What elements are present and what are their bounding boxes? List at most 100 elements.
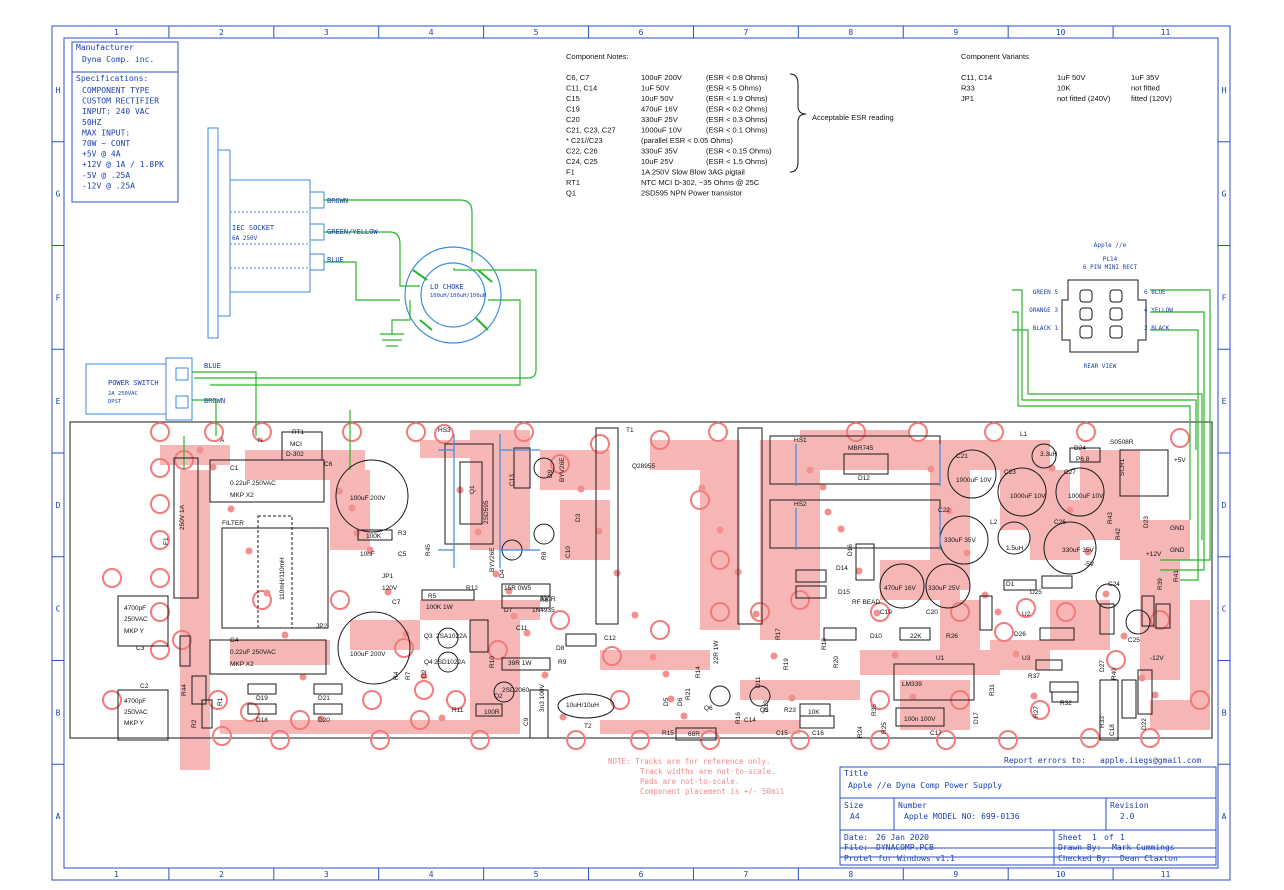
variant-ref: JP1 xyxy=(961,94,974,103)
connector-view: REAR VIEW xyxy=(1084,363,1117,370)
pcb-label-q5: Q5 xyxy=(760,707,769,714)
border-row-label: A xyxy=(1222,812,1227,821)
pcb-via xyxy=(698,484,706,492)
spec-line: 70W ~ CONT xyxy=(82,139,130,148)
title-label: Title xyxy=(844,769,868,778)
pcb-pad xyxy=(550,454,570,474)
mains-wiring xyxy=(183,199,1211,581)
date-value: 26 Jan 2020 xyxy=(876,833,929,842)
pcb-label-c7: C7 xyxy=(392,599,401,606)
iec-socket-label: IEC SOCKET xyxy=(232,224,275,232)
pcb-label-c7v: 100uF 200V xyxy=(350,651,386,658)
pcb-pad xyxy=(252,422,272,442)
pcb-label-n: N xyxy=(258,437,263,444)
pcb-via xyxy=(595,527,603,535)
pcb-label-r11: R11 xyxy=(452,707,464,714)
pcb-label-d5: D5 xyxy=(663,697,670,706)
line-choke xyxy=(404,246,502,344)
disclaimer-line: Component placement is +/- 50mil xyxy=(640,787,785,796)
note-value: (parallel ESR < 0.05 Ohms) xyxy=(641,136,733,145)
connector-pin-left: GREEN 5 xyxy=(1033,289,1059,296)
pcb-label-c24: C24 xyxy=(1108,581,1120,588)
pcb-label-rfb: RF BEAD xyxy=(852,599,880,606)
pcb-label-d6: D6 xyxy=(677,697,684,706)
power-switch-type: DPST xyxy=(108,399,122,405)
wire-green-yellow-label: GREEN/YELLOW xyxy=(327,228,378,236)
pcb-label-c6v: 100uF 200V xyxy=(350,495,386,502)
pcb-label-c23: C23 xyxy=(1004,469,1016,476)
specifications-heading: Specifications: xyxy=(76,74,148,83)
note-esr: (ESR < 0.8 Ohms) xyxy=(706,73,768,82)
pcb-label-d27: D27 xyxy=(1099,660,1106,672)
variant-a: 10K xyxy=(1057,84,1070,93)
pcb-via xyxy=(752,610,760,618)
pcb-label-d24: D24 xyxy=(1074,445,1086,452)
note-ref: C6, C7 xyxy=(566,73,589,82)
pcb-label-d4v: BYV26E xyxy=(489,547,496,572)
pcb-label-c4: C4 xyxy=(230,637,239,644)
pcb-via xyxy=(837,525,845,533)
pcb-pad xyxy=(488,640,508,660)
pcb-label-r12: R12 xyxy=(466,585,478,592)
connector-pin-left: BLACK 1 xyxy=(1033,325,1059,332)
border-col-label: 6 xyxy=(639,28,644,37)
pcb-label-r26: R26 xyxy=(946,633,958,640)
esr-bracket-label: Acceptable ESR reading xyxy=(812,113,894,122)
pcb-label-c19: C19 xyxy=(880,609,892,616)
pcb-pad xyxy=(750,602,770,622)
pcb-pad xyxy=(252,590,272,610)
pcb-label-c3: C3 xyxy=(136,645,145,652)
pcb-via xyxy=(631,611,639,619)
pcb-label-c20: C20 xyxy=(926,609,938,616)
pcb-via xyxy=(263,589,271,597)
note-esr: (ESR < 0.15 Ohms) xyxy=(706,147,772,156)
border-row-label: F xyxy=(1222,293,1227,302)
pcb-pad xyxy=(710,550,730,570)
pcb-label-d23: D23 xyxy=(1143,516,1150,528)
pcb-via xyxy=(680,712,688,720)
pcb-label-r15: R15 xyxy=(662,730,674,737)
pcb-via xyxy=(824,508,832,516)
pcb-pad xyxy=(908,422,928,442)
pcb-label-c4v: 0.22uF 250VAC xyxy=(230,649,276,656)
pcb-label-q3v: 2SA1022A xyxy=(436,633,468,640)
pcb-via xyxy=(577,485,585,493)
checked-by-label: Checked By: xyxy=(1058,854,1111,863)
connector-pin-right: 4 YELLOW xyxy=(1144,307,1173,314)
pcb-label-c5: C5 xyxy=(398,551,407,558)
pcb-pad xyxy=(342,422,362,442)
spec-line: +12V @ 1A / 1.8PK xyxy=(82,160,164,169)
pcb-via xyxy=(366,546,374,554)
border-col-label: 10 xyxy=(1056,870,1066,879)
pcb-label-m5v: -5V xyxy=(1084,561,1095,568)
pcb-pad xyxy=(1030,700,1050,720)
wire-brown-label: BROWN xyxy=(327,197,348,205)
note-esr: (ESR < 0.2 Ohms) xyxy=(706,105,768,114)
pcb-pad xyxy=(1140,728,1160,748)
pcb-label-d3: D3 xyxy=(575,513,582,522)
pcb-label-d1: D1 xyxy=(1006,581,1015,588)
pcb-pad xyxy=(394,638,414,658)
pcb-label-gnd1: GND xyxy=(1170,525,1185,532)
pcb-label-d8: D8 xyxy=(556,645,565,652)
pcb-label-r37: R37 xyxy=(1028,673,1040,680)
spec-line: MAX INPUT: xyxy=(82,128,130,137)
pcb-via xyxy=(209,463,217,471)
border-col-label: 11 xyxy=(1161,870,1171,879)
power-switch-label: POWER SWITCH xyxy=(108,379,159,387)
pcb-pad xyxy=(650,430,670,450)
variant-b: not fitted xyxy=(1131,84,1160,93)
date-label: Date: xyxy=(844,833,868,842)
pcb-label-c14: C14 xyxy=(744,717,756,724)
pcb-pad xyxy=(270,730,290,750)
pcb-via xyxy=(1066,506,1074,514)
pcb-pad xyxy=(102,568,122,588)
note-value: 10uF 25V xyxy=(641,157,674,166)
pcb-pad xyxy=(150,568,170,588)
note-value: 330uF 35V xyxy=(641,147,678,156)
pcb-label-r14v: 22R 1W xyxy=(713,640,720,664)
pcb-pad xyxy=(790,730,810,750)
pcb-label-c1: C1 xyxy=(230,465,239,472)
component-variants-heading: Component Variants xyxy=(961,52,1029,61)
pcb-label-c26v: 330uF 35V xyxy=(1062,547,1094,554)
